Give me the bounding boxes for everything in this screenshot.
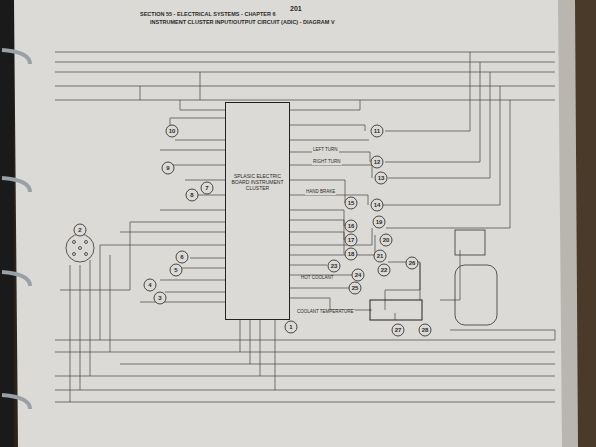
cluster-box: SPLASIC ELECTRIC BOARD INSTRUMENT CLUSTE… bbox=[225, 102, 290, 320]
wire-label: COOLANT TEMPERATURE bbox=[296, 310, 355, 315]
callout-number: 16 bbox=[348, 223, 355, 229]
callout-number: 13 bbox=[378, 175, 385, 181]
callout-circle bbox=[285, 321, 297, 333]
wiring bbox=[55, 52, 555, 402]
callout-circle bbox=[166, 125, 178, 137]
callout-circle bbox=[170, 264, 182, 276]
callout-circle bbox=[201, 182, 213, 194]
callout-number: 19 bbox=[376, 219, 383, 225]
callout-number: 26 bbox=[409, 260, 416, 266]
callout-circle bbox=[375, 172, 387, 184]
callout-number: 9 bbox=[166, 165, 169, 171]
callout-circle bbox=[378, 264, 390, 276]
callout-circle bbox=[373, 216, 385, 228]
callout-circle bbox=[419, 324, 431, 336]
callout-circle bbox=[345, 248, 357, 260]
callout-number: 7 bbox=[205, 185, 208, 191]
callout-circle bbox=[371, 199, 383, 211]
callout-number: 23 bbox=[331, 263, 338, 269]
callout-number: 25 bbox=[352, 285, 359, 291]
callout-circle bbox=[392, 324, 404, 336]
callout-circle bbox=[380, 234, 392, 246]
module-box bbox=[370, 300, 422, 320]
callout-circle bbox=[345, 234, 357, 246]
callout-circle bbox=[154, 292, 166, 304]
callout-number: 6 bbox=[180, 254, 183, 260]
callout-circle bbox=[352, 269, 364, 281]
callout-circle bbox=[345, 220, 357, 232]
callout-number: 21 bbox=[377, 253, 384, 259]
callout-circle bbox=[176, 251, 188, 263]
page-heading: SECTION 55 - ELECTRICAL SYSTEMS - CHAPTE… bbox=[140, 12, 276, 18]
connector-right bbox=[455, 230, 497, 325]
callout-circle bbox=[74, 224, 86, 236]
wire-label: RIGHT TURN bbox=[312, 160, 342, 165]
callout-number: 24 bbox=[355, 272, 362, 278]
callout-number: 12 bbox=[374, 159, 381, 165]
callout-number: 18 bbox=[348, 251, 355, 257]
callout-circle bbox=[406, 257, 418, 269]
page-heading: INSTRUMENT CLUSTER INPUT/OUTPUT CIRCUIT … bbox=[150, 20, 335, 26]
callout-number: 10 bbox=[169, 128, 176, 134]
callout-circle bbox=[349, 282, 361, 294]
callout-number: 28 bbox=[422, 327, 429, 333]
callout-circle bbox=[374, 250, 386, 262]
callout-circle bbox=[328, 260, 340, 272]
wire-label: HOT COOLANT bbox=[300, 276, 334, 281]
callout-number: 11 bbox=[374, 128, 380, 134]
callout-number: 5 bbox=[174, 267, 177, 273]
callout-circle bbox=[162, 162, 174, 174]
binder-spine bbox=[0, 0, 14, 447]
callout-circle bbox=[371, 156, 383, 168]
callout-circle bbox=[371, 125, 383, 137]
callout-number: 2 bbox=[78, 227, 81, 233]
page bbox=[14, 0, 562, 447]
callout-number: 3 bbox=[158, 295, 161, 301]
wire-label: HAND BRAKE bbox=[305, 190, 336, 195]
page-number: 201 bbox=[290, 5, 302, 12]
callout-number: 1 bbox=[289, 324, 292, 330]
callout-number: 22 bbox=[381, 267, 388, 273]
callout-circle bbox=[144, 279, 156, 291]
callout-number: 14 bbox=[374, 202, 381, 208]
callout-circle bbox=[186, 189, 198, 201]
box-title: SPLASIC ELECTRIC BOARD INSTRUMENT CLUSTE… bbox=[226, 173, 289, 191]
callout-number: 27 bbox=[395, 327, 402, 333]
callout-number: 8 bbox=[190, 192, 193, 198]
wire-label: LEFT TURN bbox=[312, 148, 339, 153]
callout-number: 17 bbox=[348, 237, 355, 243]
callout-number: 15 bbox=[348, 200, 355, 206]
callout-circle bbox=[345, 197, 357, 209]
callout-number: 4 bbox=[148, 282, 151, 288]
callout-number: 20 bbox=[383, 237, 390, 243]
binder-rings bbox=[2, 50, 30, 409]
connector-left bbox=[66, 234, 94, 262]
